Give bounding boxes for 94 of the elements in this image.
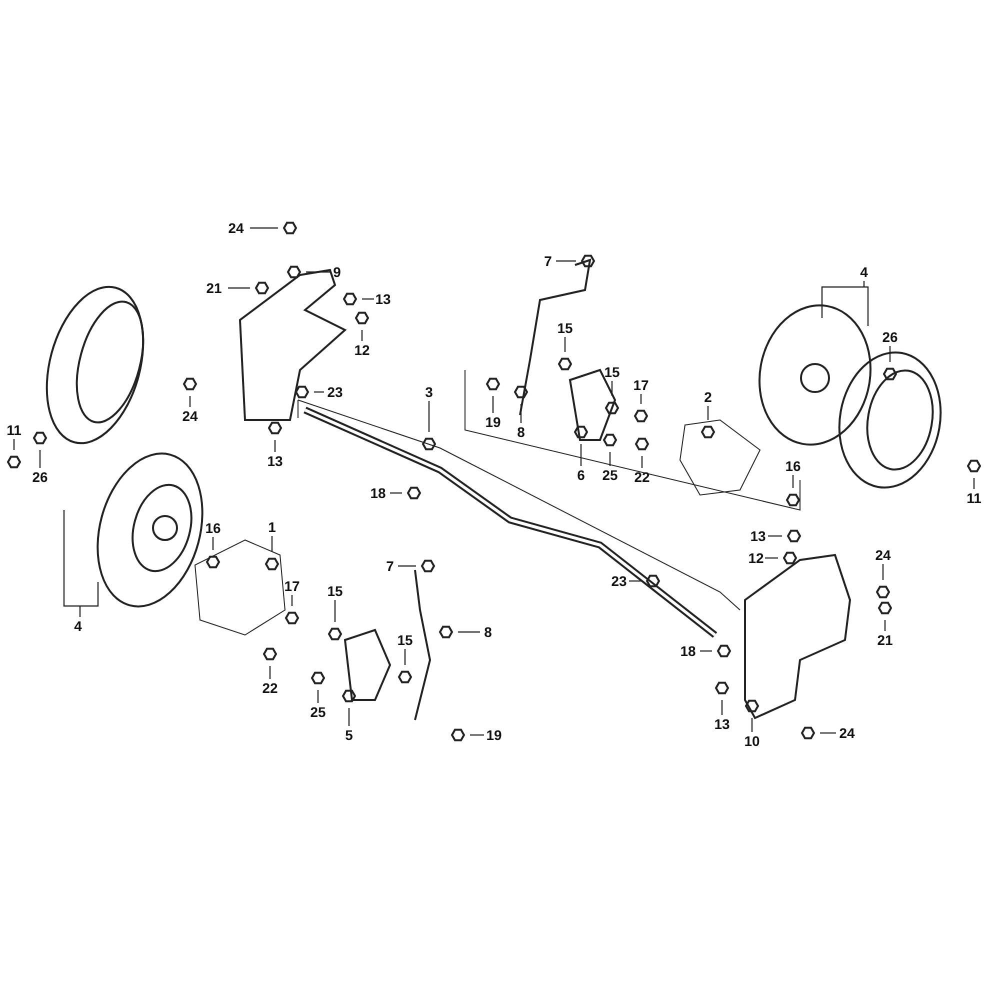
leader-line [765, 557, 778, 559]
leader-line [973, 478, 975, 489]
leader-line [317, 690, 319, 703]
callout-number: 25 [310, 704, 326, 720]
leader-line [821, 280, 869, 327]
leader-line [63, 509, 99, 618]
callout-number: 15 [397, 632, 413, 648]
leader-line [212, 537, 214, 550]
leader-line [609, 452, 611, 466]
callout-number: 21 [206, 280, 222, 296]
leader-line [470, 734, 484, 736]
callout-number: 13 [714, 716, 730, 732]
leader-line [269, 666, 271, 679]
callout-number: 2 [704, 389, 712, 405]
callout-number: 13 [750, 528, 766, 544]
callout-number: 9 [333, 264, 341, 280]
leader-line [641, 456, 643, 468]
leader-line [274, 440, 276, 452]
callout-number: 10 [744, 733, 760, 749]
leader-line [271, 536, 273, 552]
leader-line [564, 337, 566, 352]
leader-line [721, 700, 723, 715]
leader-line [792, 475, 794, 488]
callout-number: 8 [484, 624, 492, 640]
leader-line [428, 401, 430, 432]
leader-line [404, 649, 406, 665]
callout-number: 19 [485, 414, 501, 430]
callout-number: 22 [262, 680, 278, 696]
callout-number: 21 [877, 632, 893, 648]
leader-line [361, 330, 363, 341]
callout-number: 24 [228, 220, 244, 236]
callout-number: 5 [345, 727, 353, 743]
callout-number: 4 [860, 264, 868, 280]
callout-number: 16 [205, 520, 221, 536]
callout-number: 13 [267, 453, 283, 469]
callout-number: 11 [6, 422, 22, 438]
callout-number: 18 [680, 643, 696, 659]
callout-number: 24 [182, 408, 198, 424]
leader-line [348, 708, 350, 726]
callout-number: 22 [634, 469, 650, 485]
callout-number: 18 [370, 485, 386, 501]
leader-line [492, 396, 494, 413]
leader-line [458, 631, 480, 633]
callout-number: 11 [966, 490, 982, 506]
callout-number: 16 [785, 458, 801, 474]
callout-number: 7 [386, 558, 394, 574]
leader-line [398, 565, 416, 567]
leader-line [556, 260, 576, 262]
callout-number: 12 [748, 550, 764, 566]
leader-line [884, 620, 886, 631]
leader-line [189, 396, 191, 407]
leader-line [334, 600, 336, 622]
callout-number: 26 [32, 469, 48, 485]
callout-number: 24 [875, 547, 891, 563]
leader-line [768, 535, 782, 537]
leader-line [820, 732, 836, 734]
leader-line [228, 287, 250, 289]
leader-line [580, 444, 582, 466]
leader-line [700, 650, 712, 652]
leader-line [291, 595, 293, 606]
leader-line [390, 492, 402, 494]
callout-number: 13 [375, 291, 391, 307]
callout-number: 26 [882, 329, 898, 345]
callout-number: 3 [425, 384, 433, 400]
callout-number: 1 [268, 519, 276, 535]
leader-line [882, 564, 884, 580]
callout-number: 23 [327, 384, 343, 400]
callout-number: 19 [486, 727, 502, 743]
leader-line [520, 404, 522, 423]
leader-line [314, 391, 324, 393]
leader-line [707, 406, 709, 420]
callout-number: 8 [517, 424, 525, 440]
callout-number: 7 [544, 253, 552, 269]
leader-line [250, 227, 278, 229]
callout-number: 12 [354, 342, 370, 358]
callout-number: 4 [74, 618, 82, 634]
callout-number: 23 [611, 573, 627, 589]
leader-line [751, 718, 753, 732]
leader-line [629, 580, 641, 582]
callout-number: 15 [327, 583, 343, 599]
callout-number: 17 [284, 578, 300, 594]
callout-number: 25 [602, 467, 618, 483]
leader-line [611, 381, 613, 396]
leader-line [13, 439, 15, 450]
leader-line [362, 298, 374, 300]
callout-number: 6 [577, 467, 585, 483]
callout-number: 24 [839, 725, 855, 741]
callout-number: 17 [633, 377, 649, 393]
callout-number: 15 [604, 364, 620, 380]
leader-line [889, 346, 891, 362]
callout-number: 15 [557, 320, 573, 336]
leader-line [306, 271, 330, 273]
leader-line [640, 394, 642, 404]
leader-line [39, 450, 41, 468]
